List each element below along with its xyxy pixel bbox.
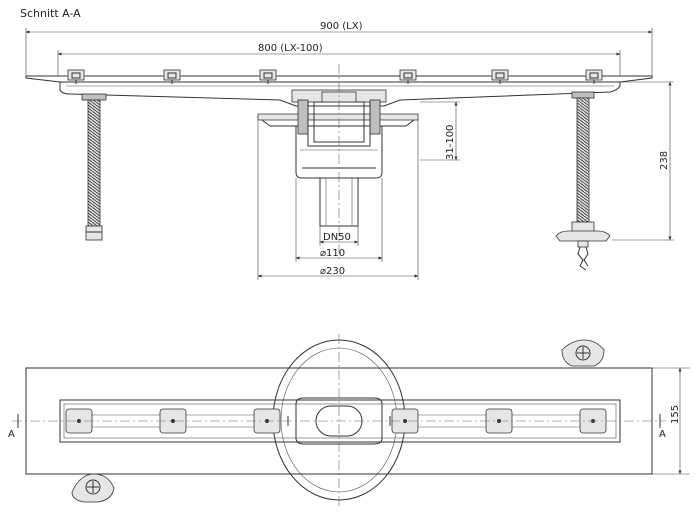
clamp-brackets — [67, 69, 603, 84]
dimension-plan-width: 155 — [652, 367, 690, 475]
left-leveling-foot — [81, 93, 107, 241]
dimension-total-height: 238 — [612, 81, 674, 241]
dimension-outlet-label: DN50 — [323, 232, 351, 243]
section-marker-right-label: A — [659, 429, 666, 440]
dimension-flange-label: ⌀230 — [320, 266, 345, 277]
dimension-total-height-label: 238 — [659, 151, 670, 170]
dimension-flange: ⌀230 — [257, 120, 419, 280]
section-marker-left: A — [8, 414, 19, 440]
dimension-body-label: ⌀110 — [320, 248, 345, 259]
dimension-adjust-height-label: 31-100 — [445, 125, 456, 160]
section-marker-right: A — [659, 414, 666, 440]
dimension-overall-label: 900 (LX) — [320, 21, 363, 32]
section-marker-left-label: A — [8, 429, 15, 440]
dimension-adjust-height: 31-100 — [420, 101, 460, 161]
dimension-inner: 800 (LX-100) — [57, 43, 621, 76]
dimension-inner-label: 800 (LX-100) — [258, 43, 323, 54]
dimension-plan-width-label: 155 — [670, 405, 681, 424]
drawing-title: Schnitt A-A — [20, 7, 81, 20]
right-leveling-foot — [555, 91, 611, 271]
dimension-body: ⌀110 — [295, 178, 383, 262]
plan-foot-bottom-left — [71, 473, 115, 503]
plan-foot-top-right — [561, 339, 605, 367]
drain-body — [257, 89, 419, 227]
dimension-overall: 900 (LX) — [25, 21, 653, 76]
dimension-outlet: DN50 — [319, 226, 359, 246]
